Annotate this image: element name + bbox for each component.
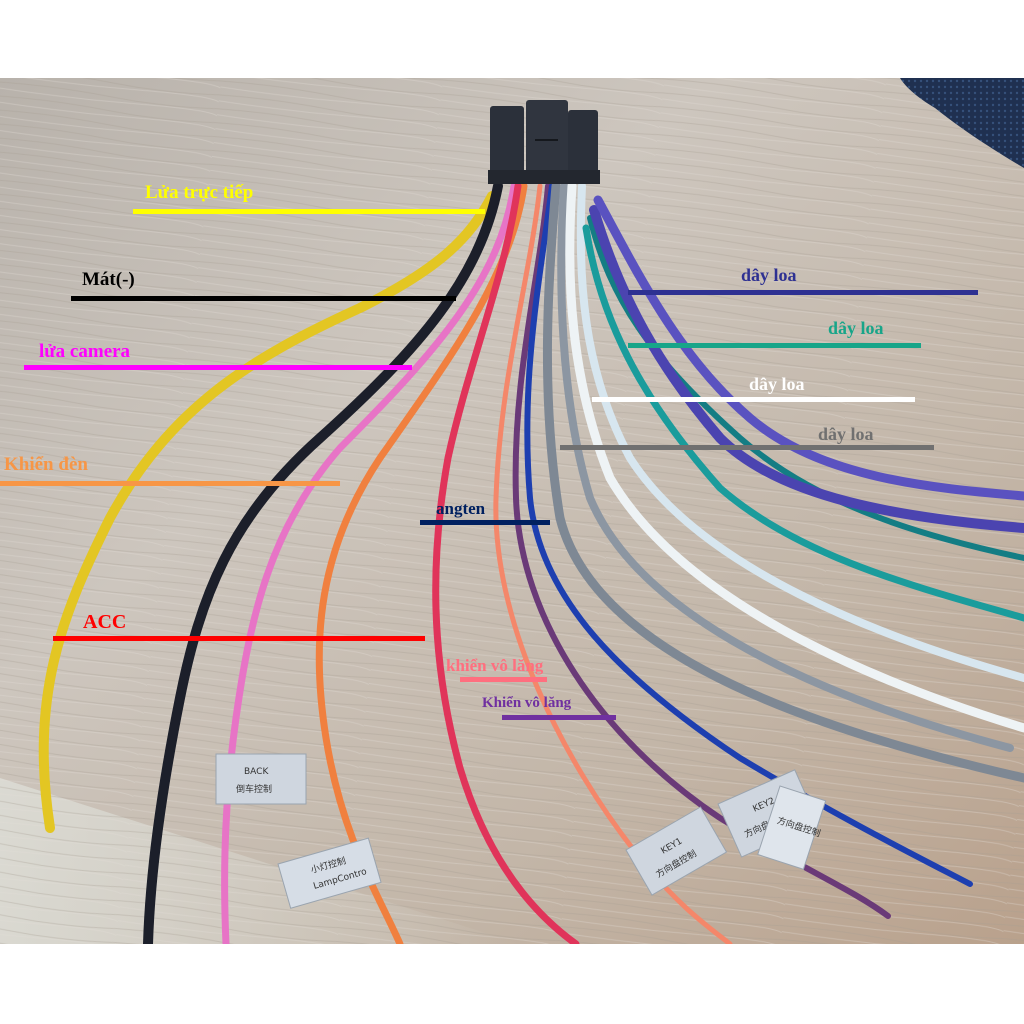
label-day-loa-2: dây loa (828, 318, 884, 338)
label-khien-vo-lang-2: Khiển vô lăng (482, 695, 572, 711)
leader-day-loa-2 (628, 343, 921, 348)
tag-lamp: 小灯控制 LampContro (277, 837, 382, 909)
label-lua-camera: lửa camera (39, 341, 131, 362)
label-khien-den: Khiển đèn (4, 454, 88, 475)
wire-salmon (493, 183, 733, 944)
wire-black (143, 181, 503, 944)
leader-angten (420, 520, 550, 525)
leader-day-loa-4 (560, 445, 934, 450)
leader-day-loa-3 (592, 397, 915, 402)
wire-teal-1 (582, 224, 1024, 622)
leader-day-loa-1 (628, 290, 978, 295)
svg-text:BACK: BACK (244, 767, 269, 777)
label-angten: angten (436, 499, 486, 518)
wire-white-2 (576, 182, 1024, 682)
wire-white-1 (565, 181, 1024, 733)
label-day-loa-4: dây loa (818, 424, 874, 444)
label-acc: ACC (83, 611, 127, 633)
wire-gray-1 (542, 181, 1024, 783)
leader-lua-truc-tiep (133, 209, 485, 214)
connector (488, 100, 600, 184)
wire-teal-2 (587, 215, 1024, 561)
harness-photo: BACK 倒车控制 小灯控制 LampContro KEY1 方向盘控制 KEY… (0, 78, 1024, 944)
tag-back: BACK 倒车控制 (215, 753, 307, 805)
leader-mat (71, 296, 456, 301)
label-lua-truc-tiep: Lửa trực tiếp (145, 182, 254, 203)
leader-khien-vo-lang-1 (460, 677, 547, 682)
wire-tags: BACK 倒车控制 小灯控制 LampContro KEY1 方向盘控制 KEY… (215, 753, 827, 909)
mouse-pad (900, 78, 1024, 168)
leader-khien-den (0, 481, 340, 486)
wire-red (432, 182, 580, 944)
svg-text:倒车控制: 倒车控制 (236, 783, 272, 795)
wire-purple-1 (589, 205, 1024, 533)
wire-pink (221, 182, 518, 944)
wire-gray-2 (557, 182, 1014, 752)
wire-blue (524, 183, 973, 887)
leader-khien-vo-lang-2 (502, 715, 616, 720)
label-mat: Mát(-) (82, 269, 135, 290)
wire-purple-2 (593, 195, 1024, 501)
leader-lua-camera (24, 365, 412, 370)
tag-right: 方向盘控制 (757, 785, 827, 870)
label-day-loa-1: dây loa (741, 265, 797, 285)
leader-acc (53, 636, 425, 641)
wire-yellow (38, 191, 497, 833)
label-khien-vo-lang-1: khiển vô lăng (446, 656, 544, 675)
label-day-loa-3: dây loa (749, 374, 805, 394)
